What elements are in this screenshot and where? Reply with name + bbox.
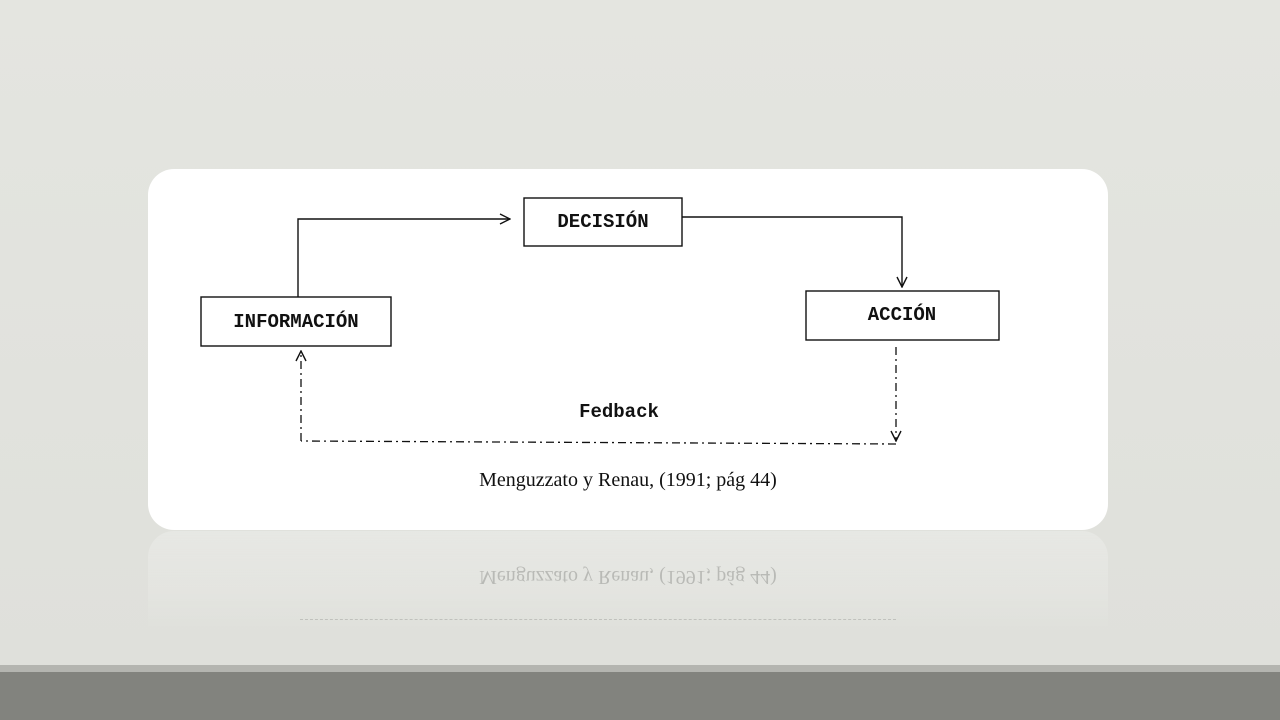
- node-accion-box: [805, 290, 1000, 341]
- node-informacion: INFORMACIÓN: [200, 296, 392, 347]
- node-accion-label: ACCIÓN: [868, 304, 936, 326]
- reflection-citation: Menguzzato y Renau, (1991; pág 44): [479, 566, 777, 588]
- node-informacion-label: INFORMACIÓN: [233, 311, 358, 333]
- node-decision-label: DECISIÓN: [557, 211, 648, 233]
- reflection-feedback-line: [300, 619, 896, 620]
- edge-informacion-decision: [297, 219, 510, 297]
- feedback-label: Fedback: [579, 401, 659, 423]
- reflection-fade: [148, 531, 1108, 631]
- node-informacion-box: [200, 296, 392, 347]
- edge-feedback-bottom: [300, 440, 897, 445]
- node-decision: DECISIÓN: [523, 197, 683, 247]
- citation: Menguzzato y Renau, (1991; pág 44): [479, 469, 777, 491]
- node-accion: ACCIÓN: [805, 290, 1000, 341]
- bottom-band-highlight: [0, 665, 1280, 672]
- diagram-card: INFORMACIÓN DECISIÓN ACCIÓN Fedback Meng…: [148, 169, 1108, 530]
- bottom-band: [0, 672, 1280, 720]
- flow-diagram: INFORMACIÓN DECISIÓN ACCIÓN Fedback: [200, 197, 1000, 445]
- node-decision-box: [523, 197, 683, 247]
- card-reflection: Menguzzato y Renau, (1991; pág 44): [148, 531, 1108, 631]
- edge-decision-accion: [682, 216, 902, 287]
